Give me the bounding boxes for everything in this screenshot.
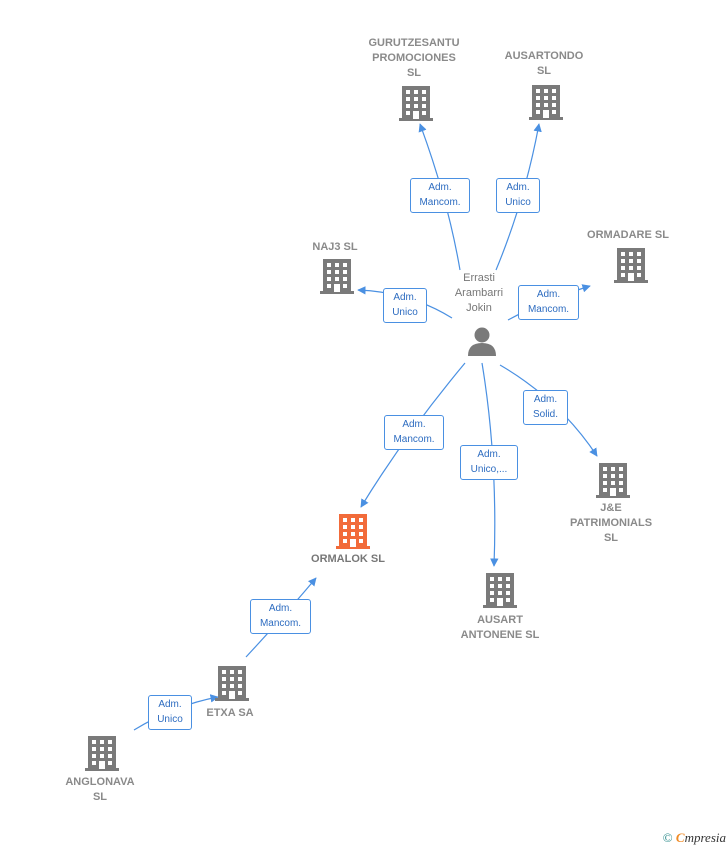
brand-logo-letter: C [675, 830, 685, 845]
node-label-ausart-antonene[interactable]: AUSART ANTONENE SL [460, 614, 540, 641]
copyright-icon: © [662, 830, 673, 845]
building-icon-je-patrimonials[interactable] [596, 463, 630, 498]
building-icon-ausartondo[interactable] [529, 85, 563, 120]
node-label-person[interactable]: Errasti Arambarri Jokin [454, 272, 504, 314]
node-label-naj3[interactable]: NAJ3 SL [312, 241, 358, 253]
edge-label-to-naj3: Adm. Unico [383, 288, 427, 323]
edge-label-etxa-to-ormalok: Adm. Mancom. [250, 599, 311, 634]
node-label-anglonava[interactable]: ANGLONAVA SL [65, 776, 135, 803]
edge-label-to-ormadare: Adm. Mancom. [518, 285, 579, 320]
edge-label-to-gurutzesantu: Adm. Mancom. [410, 178, 470, 213]
edge-label-to-je: Adm. Solid. [523, 390, 568, 425]
edge-label-to-ausart-antonene: Adm. Unico,... [460, 445, 518, 480]
building-icon-ormadare[interactable] [614, 248, 648, 283]
edge-label-to-ormalok: Adm. Mancom. [384, 415, 444, 450]
node-label-etxa[interactable]: ETXA SA [206, 707, 254, 719]
node-label-ormalok[interactable]: ORMALOK SL [311, 553, 385, 565]
building-icon-gurutzesantu[interactable] [399, 86, 433, 121]
person-icon[interactable] [468, 327, 496, 357]
building-icon-ausart-antonene[interactable] [483, 573, 517, 608]
footer-brand: © Cmpresia [663, 830, 726, 846]
building-icon-naj3[interactable] [320, 259, 354, 294]
edge-label-to-ausartondo: Adm. Unico [496, 178, 540, 213]
building-icon-ormalok[interactable] [336, 514, 370, 549]
edge-label-anglonava-to-etxa: Adm. Unico [148, 695, 192, 730]
node-label-ausartondo[interactable]: AUSARTONDO SL [504, 50, 584, 77]
node-label-gurutzesantu[interactable]: GURUTZESANTU PROMOCIONES SL [368, 37, 460, 79]
brand-logo-text: mpresia [684, 830, 726, 845]
building-icon-anglonava[interactable] [85, 736, 119, 771]
node-label-je-patrimonials[interactable]: J&E PATRIMONIALS SL [569, 502, 653, 544]
building-icon-etxa[interactable] [215, 666, 249, 701]
node-label-ormadare[interactable]: ORMADARE SL [587, 229, 669, 241]
